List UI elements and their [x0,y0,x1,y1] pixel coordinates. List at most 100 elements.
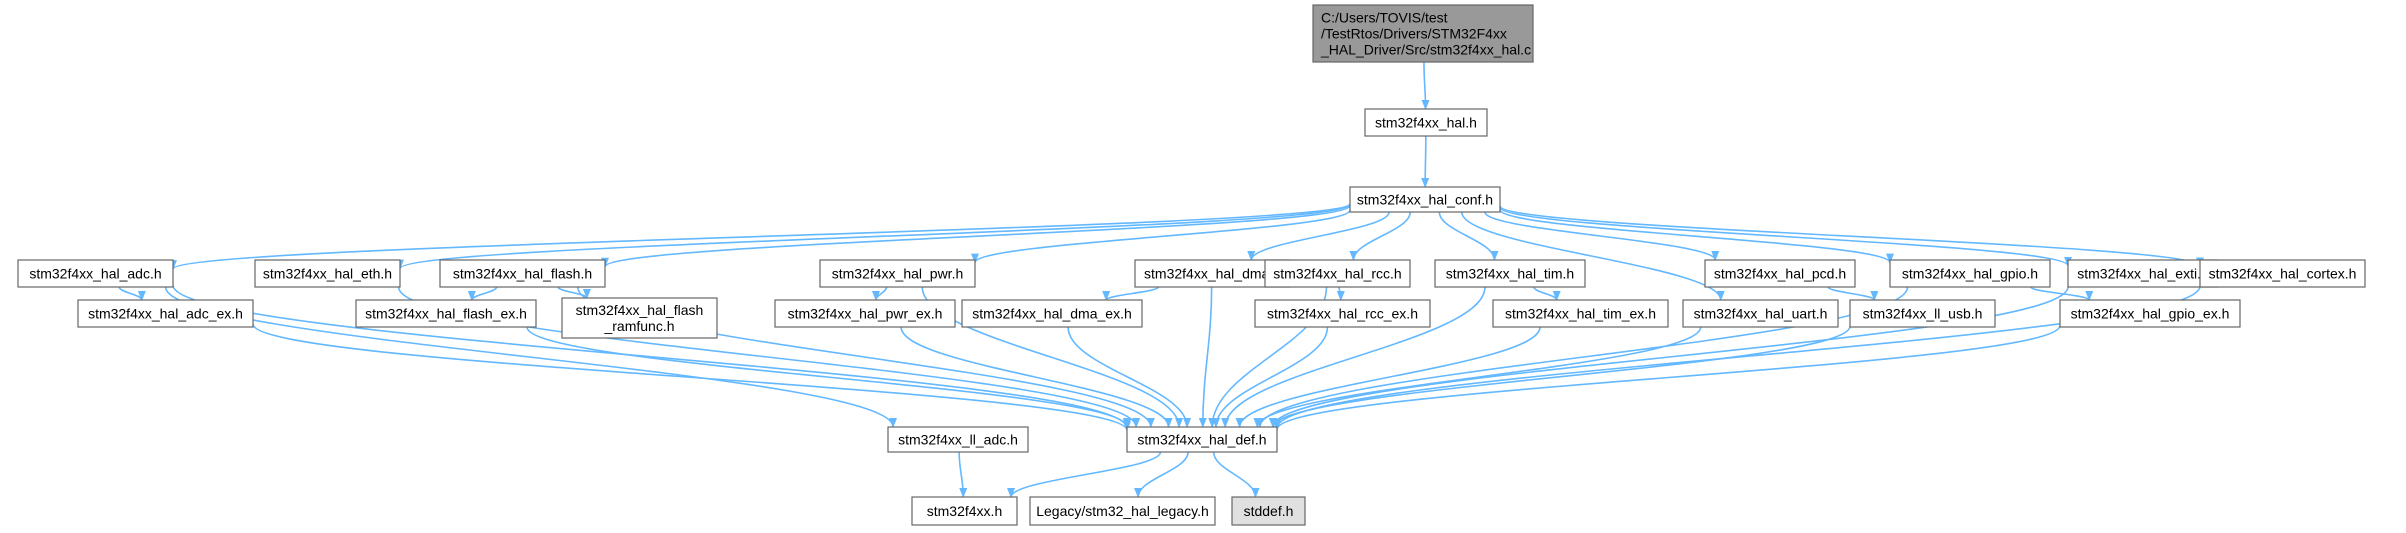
node-gpio[interactable]: stm32f4xx_hal_gpio.h [1889,259,2051,288]
node-box [1254,299,1431,328]
node-label: stm32f4xx_hal_flash [576,302,704,318]
node-cortex[interactable]: stm32f4xx_hal_cortex.h [2199,259,2366,288]
edge-line [1421,61,1430,110]
node-box [1704,259,1856,288]
node-label: stm32f4xx_hal_def.h [1137,432,1266,448]
node-box [1134,259,1291,288]
node-box [1264,259,1411,288]
edge-line [1007,451,1162,498]
edge-rcc_ex-to-def [1211,326,1329,428]
edge-conf-to-adc [169,202,1351,271]
node-label: stm32f4xx_hal_dma.h [1144,266,1281,282]
node-box [1849,299,1996,328]
node-stm32f4xx[interactable]: stm32f4xx.h [911,496,1018,526]
edge-flash_ex-to-def [526,326,1131,428]
edge-conf-to-rcc [1349,211,1412,261]
node-adc-ex[interactable]: stm32f4xx_hal_adc_ex.h [77,299,254,328]
edge-line [1269,325,1851,428]
node-pwr-ex[interactable]: stm32f4xx_hal_pwr_ex.h [774,299,956,328]
node-pcd[interactable]: stm32f4xx_hal_pcd.h [1704,259,1856,288]
node-pwr[interactable]: stm32f4xx_hal_pwr.h [819,259,976,288]
edge-adc_ex-to-def [252,323,1131,432]
edge-conf-to-tim [1438,211,1499,261]
node-box [2199,259,2366,288]
edge-hal-to-conf [1421,135,1430,188]
node-label: stddef.h [1244,503,1294,519]
node-label: stm32f4xx_hal_rcc_ex.h [1267,306,1418,322]
node-flash-ex[interactable]: stm32f4xx_hal_flash_ex.h [355,299,537,328]
edge-pwr_ex-to-def [900,326,1173,428]
edge-line [1499,208,1894,264]
edge-line [1247,211,1390,261]
node-ll-adc[interactable]: stm32f4xx_ll_adc.h [887,426,1029,453]
node-label: _HAL_Driver/Src/stm32f4xx_hal.c [1320,42,1531,58]
edge-gpio-to-gpio_ex [2029,286,2094,301]
node-label: _ramfunc.h [603,318,674,334]
node-label: C:/Users/TOVIS/test [1321,10,1448,26]
node-label: stm32f4xx_hal_adc_ex.h [88,306,243,322]
edge-line [1532,286,1561,301]
edge-line [1102,286,1160,301]
node-gpio-ex[interactable]: stm32f4xx_hal_gpio_ex.h [2059,299,2241,328]
node-label: stm32f4xx_hal_gpio_ex.h [2071,306,2230,322]
node-legacy[interactable]: Legacy/stm32_hal_legacy.h [1029,496,1216,526]
node-box [1682,299,1839,328]
edge-flash-to-flash_ex [467,286,498,301]
node-box [774,299,956,328]
node-def[interactable]: stm32f4xx_hal_def.h [1126,426,1278,453]
node-hal[interactable]: stm32f4xx_hal.h [1364,108,1488,137]
node-tim-ex[interactable]: stm32f4xx_hal_tim_ex.h [1492,299,1669,328]
node-tim[interactable]: stm32f4xx_hal_tim.h [1434,259,1586,288]
node-flash[interactable]: stm32f4xx_hal_flash.h [439,259,606,288]
edge-line [1235,326,1541,428]
node-eth[interactable]: stm32f4xx_hal_eth.h [254,259,401,288]
node-box [887,426,1029,453]
node-box [254,259,401,288]
node-adc[interactable]: stm32f4xx_hal_adc.h [17,259,174,288]
node-box [911,496,1018,526]
edge-conf-to-pwr [971,209,1351,264]
edge-flash-to-ramfunc [557,286,591,299]
edge-line [1253,326,1702,428]
node-dma[interactable]: stm32f4xx_hal_dma.h [1134,259,1291,288]
edge-line [1268,286,2069,428]
node-rcc-ex[interactable]: stm32f4xx_hal_rcc_ex.h [1254,299,1431,328]
node-box [1364,108,1488,137]
edge-line [971,209,1351,264]
node-box [561,297,718,339]
node-box [961,299,1143,328]
node-label: /TestRtos/Drivers/STM32F4xx [1321,26,1507,42]
node-label: stm32f4xx_hal_dma_ex.h [972,306,1132,322]
node-root[interactable]: C:/Users/TOVIS/test/TestRtos/Drivers/STM… [1312,4,1534,63]
edge-dma_ex-to-def [1067,326,1192,428]
edge-def-to-stm32f4xx [1007,451,1162,498]
node-label: stm32f4xx_hal_pwr_ex.h [788,306,943,322]
node-conf[interactable]: stm32f4xx_hal_conf.h [1349,186,1501,213]
edge-line [1438,211,1499,261]
edge-rcc-to-rcc_ex [1336,286,1345,301]
node-box [1231,496,1306,526]
node-dma-ex[interactable]: stm32f4xx_hal_dma_ex.h [961,299,1143,328]
node-box [1126,426,1278,453]
edges [118,61,2204,498]
node-box [1492,299,1669,328]
node-box [77,299,254,328]
nodes: C:/Users/TOVIS/test/TestRtos/Drivers/STM… [17,4,2366,526]
edge-root-to-hal [1421,61,1430,110]
node-stddef[interactable]: stddef.h [1231,496,1306,526]
node-ll-usb[interactable]: stm32f4xx_ll_usb.h [1849,299,1996,328]
node-label: stm32f4xx_hal_rcc.h [1273,266,1401,282]
node-exti[interactable]: stm32f4xx_hal_exti.h [2067,259,2219,288]
node-box [1434,259,1586,288]
node-rcc[interactable]: stm32f4xx_hal_rcc.h [1264,259,1411,288]
node-uart[interactable]: stm32f4xx_hal_uart.h [1682,299,1839,328]
node-label: stm32f4xx_ll_usb.h [1863,306,1983,322]
edge-dma-to-dma_ex [1102,286,1160,301]
node-box [1349,186,1501,213]
node-box [1029,496,1216,526]
node-ramfunc[interactable]: stm32f4xx_hal_flash_ramfunc.h [561,297,718,339]
edge-line [1336,286,1345,301]
edge-conf-to-pcd [1484,211,1720,261]
edge-line [396,203,1351,270]
